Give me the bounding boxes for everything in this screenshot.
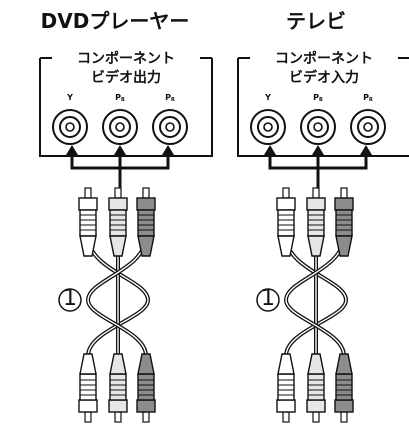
plug-bottom — [307, 354, 325, 422]
panel-label-line1: コンポーネント — [275, 50, 373, 67]
cable-marker: 1① — [0, 0, 82, 312]
plug-top — [136, 187, 156, 257]
arrow-head — [162, 145, 174, 155]
av-cable — [78, 187, 156, 422]
arrow-head — [264, 145, 276, 155]
panel-border — [39, 58, 213, 157]
port-label: Y — [264, 93, 271, 102]
connection-arrows — [264, 145, 372, 190]
port-label: Y — [66, 93, 73, 102]
marker-label: ① — [0, 0, 1, 1]
port-label: PR — [165, 93, 175, 103]
port-label: PB — [115, 93, 125, 103]
connection-arrows — [66, 145, 174, 190]
port-label: PR — [363, 93, 373, 103]
port-jack: PR — [350, 93, 386, 145]
port-jack: PR — [152, 93, 188, 145]
port-jack: PB — [300, 93, 336, 145]
panel-label-line1: コンポーネント — [77, 50, 175, 67]
marker-label: ① — [198, 0, 199, 1]
plug-bottom — [277, 354, 295, 422]
panel-label-line2: ビデオ入力 — [289, 69, 359, 86]
plug-top — [306, 187, 326, 257]
plug-bottom — [137, 354, 155, 422]
plug-bottom — [79, 354, 97, 422]
port-jack: Y — [52, 93, 88, 145]
jack-pin — [363, 122, 373, 132]
av-cable — [276, 187, 354, 422]
plug-top — [276, 187, 296, 257]
plug-top — [78, 187, 98, 257]
plug-bottom — [335, 354, 353, 422]
arrow-head — [114, 145, 126, 155]
jack-pin — [115, 122, 125, 132]
jack-pin — [165, 122, 175, 132]
device-title: DVDプレーヤー — [41, 9, 190, 33]
plug-bottom — [109, 354, 127, 422]
port-jack: Y — [250, 93, 286, 145]
arrow-head — [66, 145, 78, 155]
marker-circle — [256, 288, 280, 312]
port-label: PB — [313, 93, 323, 103]
marker-circle — [58, 288, 82, 312]
jack-pin — [263, 122, 273, 132]
cable-wire-inner — [285, 235, 347, 357]
plug-top — [334, 187, 354, 257]
marker-number: 1 — [261, 286, 275, 311]
jack-pin — [313, 122, 323, 132]
arrow-head — [360, 145, 372, 155]
cable-wire-inner — [285, 235, 345, 357]
cable-wire-inner — [87, 235, 147, 357]
device-title: テレビ — [286, 9, 346, 33]
cable-marker: 1① — [198, 0, 280, 312]
panel-label-line2: ビデオ出力 — [91, 69, 161, 86]
arrow-head — [312, 145, 324, 155]
marker-number: 1 — [63, 286, 77, 311]
plug-top — [108, 187, 128, 257]
cable-wire-inner — [87, 235, 149, 357]
panel-border — [237, 58, 409, 157]
jack-pin — [65, 122, 75, 132]
port-jack: PB — [102, 93, 138, 145]
